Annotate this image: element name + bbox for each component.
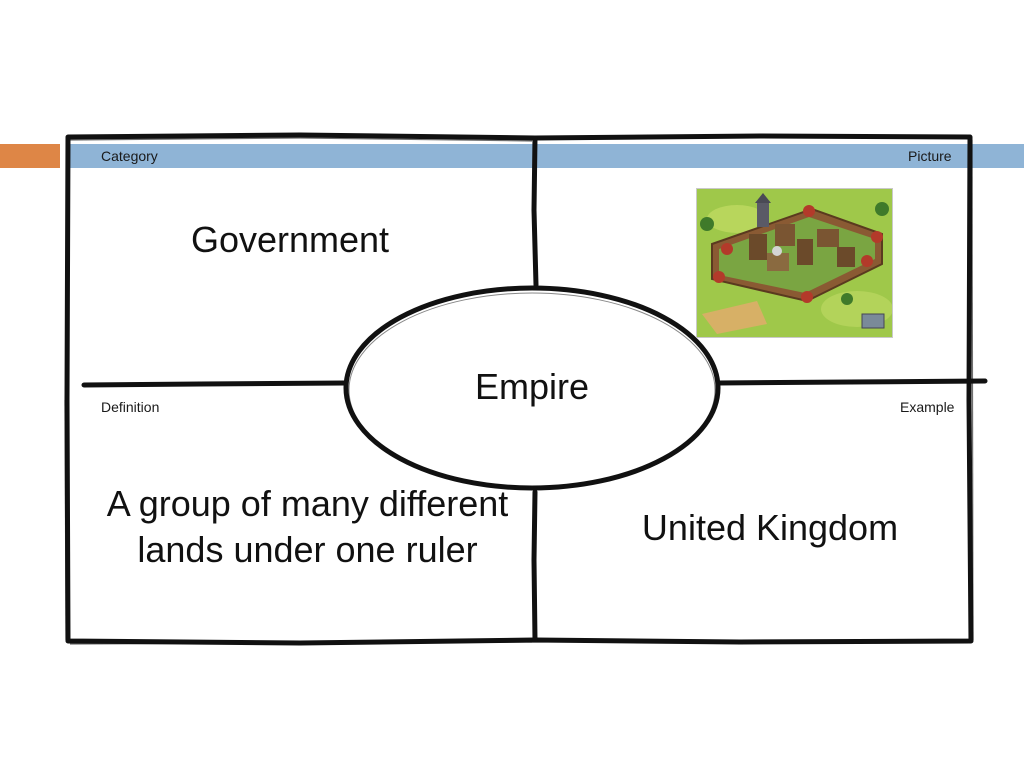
example-label: Example — [900, 399, 955, 415]
vertical-divider-bottom — [531, 489, 538, 643]
picture-label: Picture — [908, 148, 952, 164]
definition-label: Definition — [101, 399, 160, 415]
orange-accent-bar — [0, 144, 60, 168]
category-label: Category — [101, 148, 158, 164]
empire-castle-image — [696, 188, 893, 338]
horizontal-divider-right — [715, 378, 988, 386]
center-term: Empire — [474, 366, 590, 407]
vertical-divider-top — [531, 135, 539, 288]
header-band — [68, 144, 1024, 168]
definition-text: A group of many different lands under on… — [106, 483, 509, 570]
horizontal-divider-left — [81, 380, 348, 388]
example-text: United Kingdom — [641, 507, 899, 548]
center-ellipse — [343, 285, 721, 491]
category-text: Government — [190, 219, 390, 260]
